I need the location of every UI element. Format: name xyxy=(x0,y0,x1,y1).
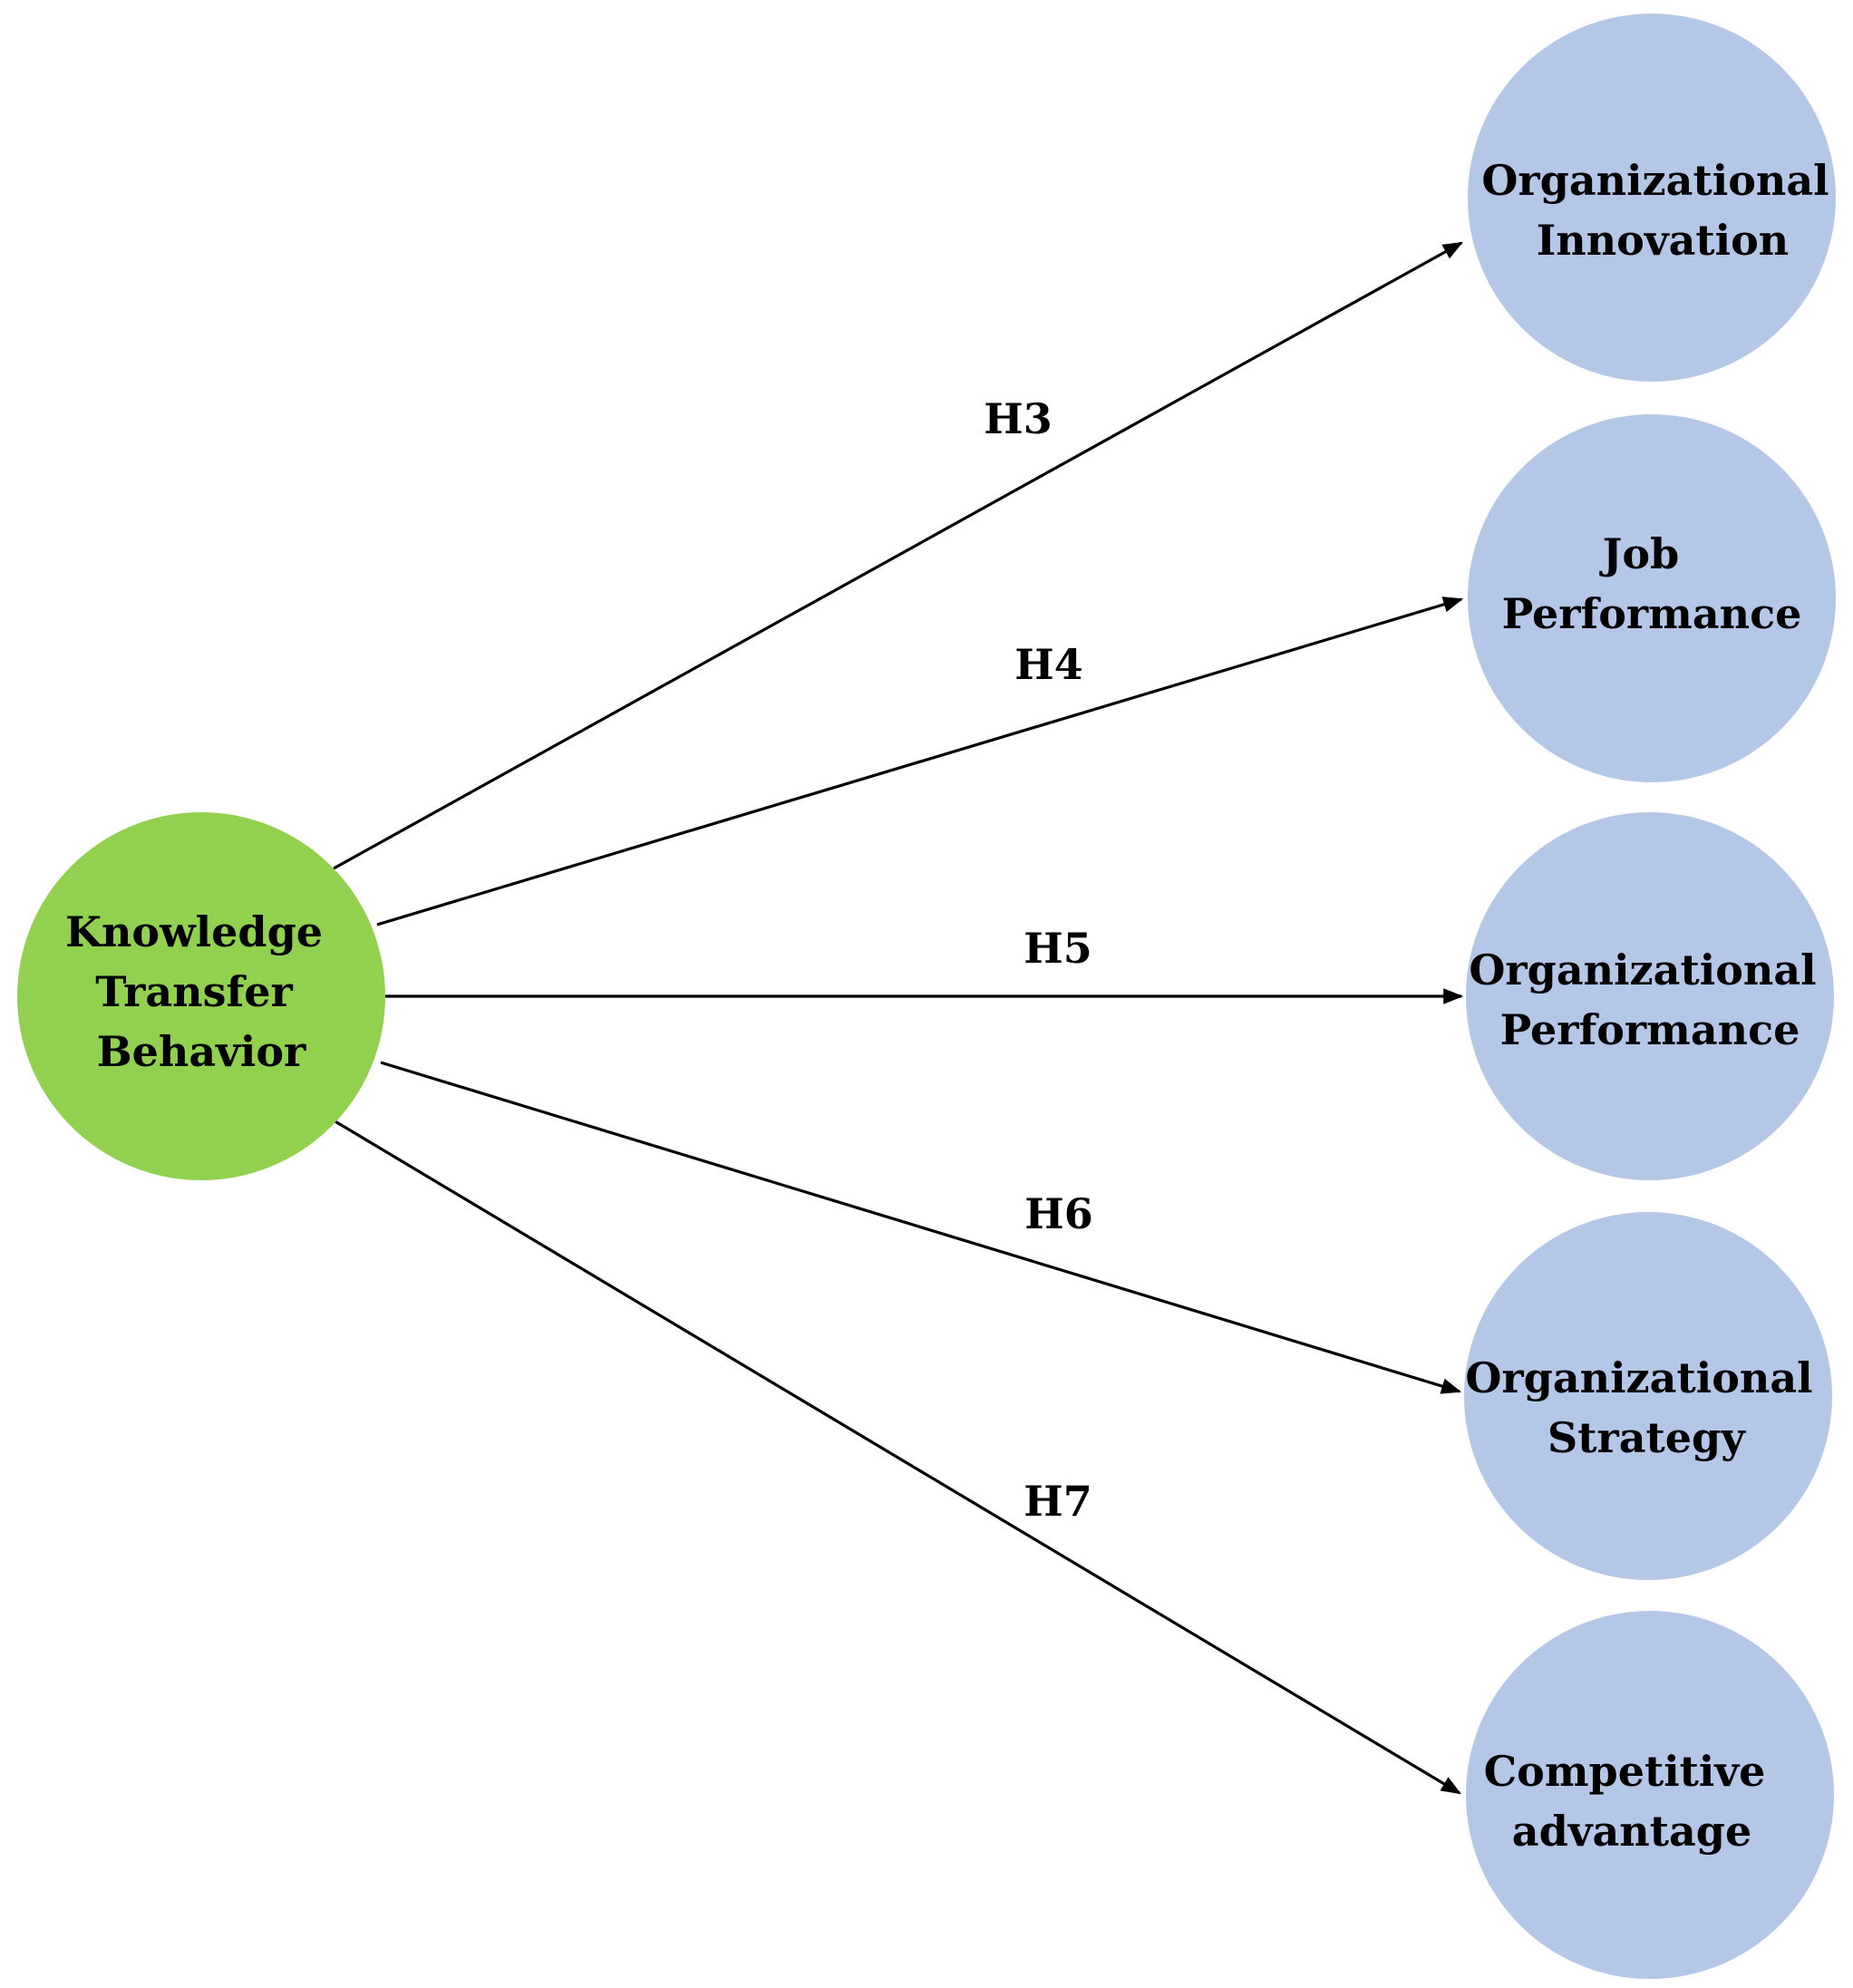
source-node-knowledge-transfer-behavior: Knowledge Transfer Behavior xyxy=(17,812,385,1180)
target-node-label: Organizational Strategy xyxy=(1465,1353,1827,1462)
source-node-line-3: Behavior xyxy=(97,1027,306,1076)
target-node-line-2: Strategy xyxy=(1547,1413,1746,1462)
target-node-label: Organizational Innovation xyxy=(1481,156,1843,265)
target-node-line-2: Innovation xyxy=(1537,216,1789,265)
target-node-circle xyxy=(1464,1212,1832,1580)
target-node-circle xyxy=(1468,14,1836,382)
target-node-line-1: Competitive xyxy=(1484,1747,1766,1796)
target-node-line-2: Performance xyxy=(1500,1005,1800,1054)
target-node-line-2: Performance xyxy=(1502,589,1802,638)
target-node-line-1: Organizational xyxy=(1481,156,1829,205)
target-node-line-1: Job xyxy=(1599,529,1680,578)
source-node-circle xyxy=(17,812,385,1180)
hypothesis-label-h3: H3 xyxy=(984,394,1052,443)
target-node-line-1: Organizational xyxy=(1469,946,1816,994)
target-node-organizational-innovation: Organizational Innovation xyxy=(1468,14,1843,382)
target-node-label: Competitive advantage xyxy=(1484,1747,1780,1856)
hypothesis-label-h7: H7 xyxy=(1024,1477,1091,1526)
source-node-label: Knowledge Transfer Behavior xyxy=(65,907,337,1076)
hypothesis-label-h5: H5 xyxy=(1024,924,1091,973)
arrow-h4 xyxy=(376,596,1464,926)
target-node-label: Organizational Performance xyxy=(1469,946,1830,1054)
target-node-job-performance: Job Performance xyxy=(1468,414,1836,782)
target-node-organizational-strategy: Organizational Strategy xyxy=(1464,1212,1832,1580)
target-node-line-1: Organizational xyxy=(1465,1353,1812,1402)
target-node-circle xyxy=(1468,414,1836,782)
arrow-h6 xyxy=(380,1061,1462,1394)
target-node-organizational-performance: Organizational Performance xyxy=(1466,812,1834,1180)
source-node-line-2: Transfer xyxy=(95,967,293,1016)
target-node-line-2: advantage xyxy=(1512,1807,1751,1856)
target-node-label: Job Performance xyxy=(1502,529,1802,638)
arrow-h3 xyxy=(333,241,1463,870)
hypothesis-label-h6: H6 xyxy=(1024,1189,1092,1238)
target-node-circle xyxy=(1466,812,1834,1180)
arrow-h7 xyxy=(333,1119,1461,1795)
hypothesis-label-h4: H4 xyxy=(1014,640,1082,689)
arrows-group xyxy=(333,241,1464,1795)
hypothesis-labels: H3 H4 H5 H6 H7 xyxy=(984,394,1092,1526)
source-node-line-1: Knowledge xyxy=(65,907,323,956)
target-node-competitive-advantage: Competitive advantage xyxy=(1466,1611,1834,1979)
target-node-circle xyxy=(1466,1611,1834,1979)
